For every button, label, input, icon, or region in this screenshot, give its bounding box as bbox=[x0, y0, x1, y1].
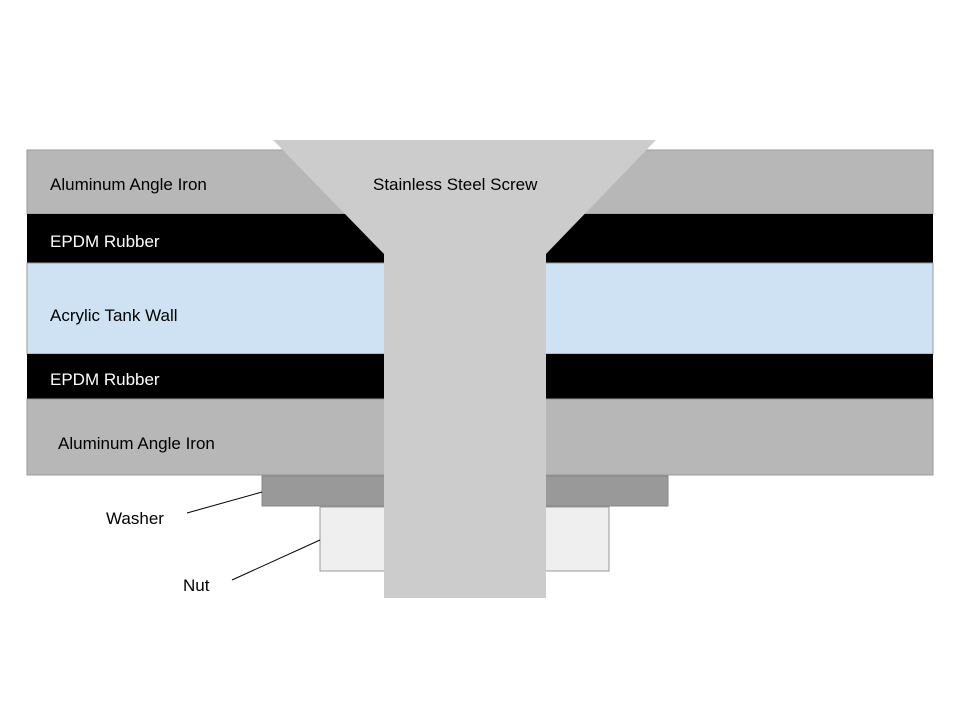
bottom-angle-iron-label: Aluminum Angle Iron bbox=[58, 434, 215, 453]
nut-label: Nut bbox=[183, 576, 210, 595]
washer-leader-line bbox=[186, 491, 263, 514]
top-angle-iron-label: Aluminum Angle Iron bbox=[50, 175, 207, 194]
screw-label: Stainless Steel Screw bbox=[373, 175, 538, 194]
washer-label: Washer bbox=[106, 509, 164, 528]
nut-leader-line bbox=[231, 539, 321, 581]
screw-shaft bbox=[384, 253, 546, 598]
bottom-epdm-label: EPDM Rubber bbox=[50, 370, 160, 389]
screw-head bbox=[273, 140, 656, 254]
acrylic-wall-label: Acrylic Tank Wall bbox=[50, 306, 178, 325]
top-epdm-label: EPDM Rubber bbox=[50, 232, 160, 251]
